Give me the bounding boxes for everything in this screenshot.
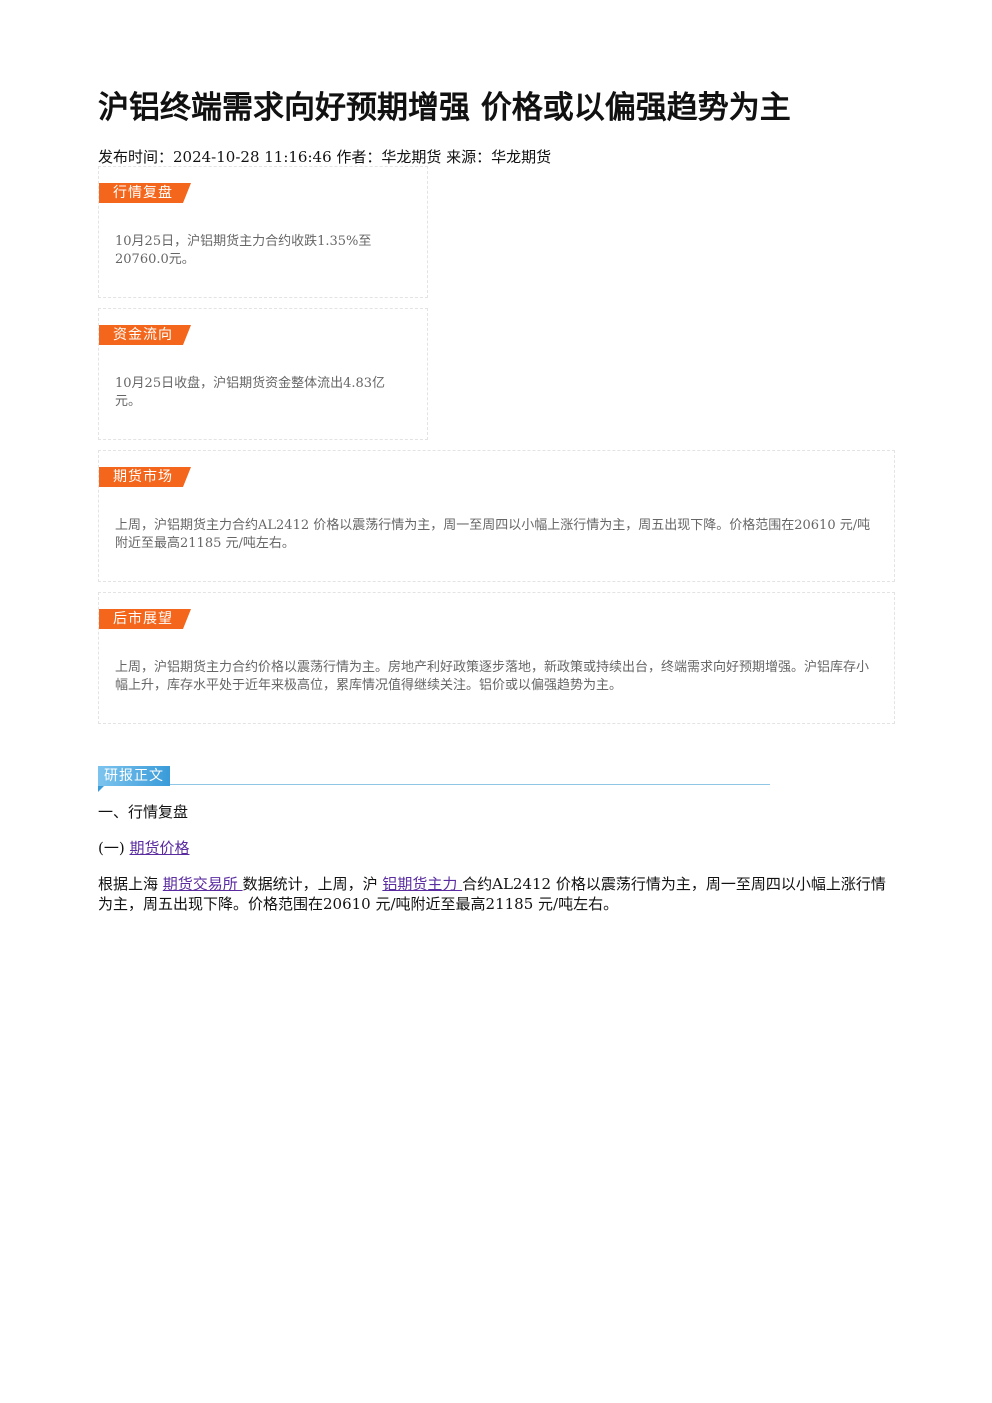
report-divider xyxy=(98,784,770,785)
paragraph-text: 根据上海 xyxy=(98,875,163,893)
card-text: 10月25日收盘，沪铝期货资金整体流出4.83亿元。 xyxy=(115,376,386,409)
section-heading: 一、行情复盘 xyxy=(98,803,189,821)
card-tag: 资金流向 xyxy=(99,325,191,345)
futures-price-link[interactable]: 期货价格 xyxy=(129,839,190,857)
report-section-header: 研报正文 xyxy=(98,766,770,792)
report-tag: 研报正文 xyxy=(98,766,170,786)
report-paragraph: 根据上海 期货交易所 数据统计，上周，沪 铝期货主力 合约AL2412 价格以震… xyxy=(98,874,898,914)
futures-exchange-link[interactable]: 期货交易所 xyxy=(162,875,243,893)
article-title: 沪铝终端需求向好预期增强 价格或以偏强趋势为主 xyxy=(98,90,791,126)
article-meta: 发布时间：2024-10-28 11:16:46 作者：华龙期货 来源：华龙期货 xyxy=(98,148,552,166)
card-tag: 期货市场 xyxy=(99,467,191,487)
card-text: 上周，沪铝期货主力合约AL2412 价格以震荡行情为主，周一至周四以小幅上涨行情… xyxy=(115,518,871,551)
paragraph-text: 合约AL2412 价格以震荡行情为主，周一至周四以小幅上涨行情为主，周五出现下降… xyxy=(98,875,886,913)
card-text: 10月25日，沪铝期货主力合约收跌1.35%至20760.0元。 xyxy=(115,234,372,267)
report-tag-tail xyxy=(98,786,104,792)
subsection-heading: (一) 期货价格 xyxy=(98,838,898,858)
paragraph-text: 数据统计，上周，沪 xyxy=(242,875,383,893)
aluminum-futures-link[interactable]: 铝期货主力 xyxy=(382,875,463,893)
subsection-prefix: (一) xyxy=(98,839,130,857)
card-tag: 行情复盘 xyxy=(99,183,191,203)
summary-card-market-review: 行情复盘 10月25日，沪铝期货主力合约收跌1.35%至20760.0元。 xyxy=(98,166,428,298)
summary-card-outlook: 后市展望 上周，沪铝期货主力合约价格以震荡行情为主。房地产利好政策逐步落地，新政… xyxy=(98,592,895,724)
card-tag: 后市展望 xyxy=(99,609,191,629)
card-text: 上周，沪铝期货主力合约价格以震荡行情为主。房地产利好政策逐步落地，新政策或持续出… xyxy=(115,660,870,693)
summary-card-futures-market: 期货市场 上周，沪铝期货主力合约AL2412 价格以震荡行情为主，周一至周四以小… xyxy=(98,450,895,582)
summary-card-fund-flow: 资金流向 10月25日收盘，沪铝期货资金整体流出4.83亿元。 xyxy=(98,308,428,440)
